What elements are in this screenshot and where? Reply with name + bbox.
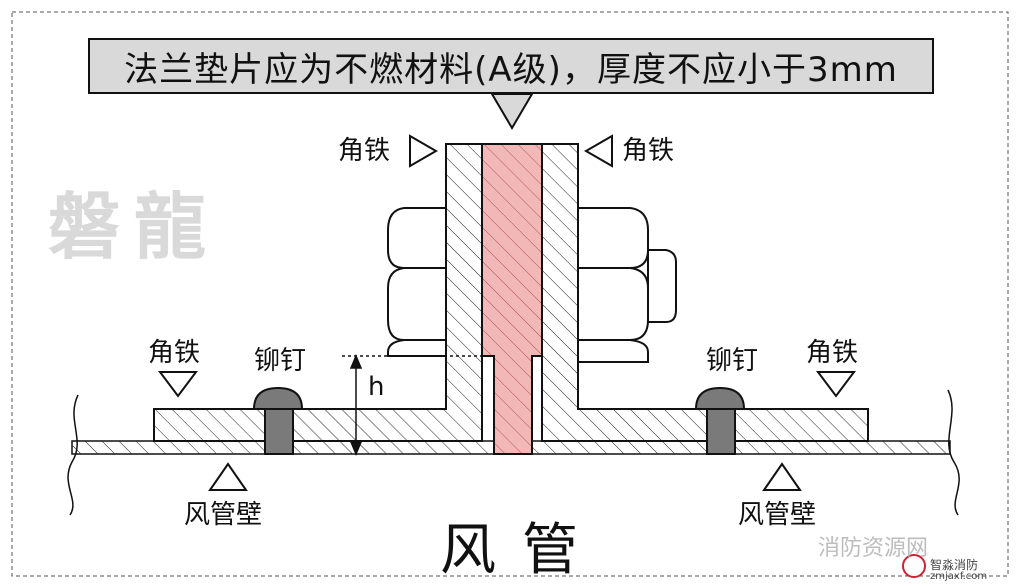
title-text: 法兰垫片应为不燃材料(A级)，厚度不应小于3mm: [124, 49, 898, 90]
label-angle-iron-right: 角铁: [806, 338, 859, 368]
break-line-left: [67, 394, 79, 516]
label-duct-wall-right: 风管壁: [738, 500, 817, 530]
wechat-watermark: 消防资源网: [818, 536, 929, 561]
pointer-duct-wall-right: [762, 462, 802, 491]
label-rivet-left: 铆钉: [254, 346, 307, 376]
pointer-angle-iron-left: [158, 371, 198, 398]
break-line-right: [947, 389, 960, 516]
nut-right: [577, 207, 677, 363]
site-badge-logo: [902, 554, 926, 578]
rivet-left: [252, 386, 304, 455]
label-duct-wall-left: 风管壁: [184, 500, 263, 530]
label-duct: 风管: [440, 518, 604, 583]
duct-wall-right-hatch: [530, 441, 950, 454]
label-rivet-right: 铆钉: [706, 346, 759, 376]
gasket: [481, 143, 543, 455]
label-height: h: [368, 372, 385, 402]
outer-frame: [11, 11, 1009, 577]
site-name: 智淼消防: [930, 558, 979, 572]
pointer-angle-iron-right: [816, 371, 856, 398]
nut-left: [387, 207, 447, 357]
watermark-logo: 磐龍: [48, 185, 221, 269]
site-url: zmjaxf.com: [930, 571, 988, 582]
angle-iron-right: [541, 143, 869, 442]
title-callout: 法兰垫片应为不燃材料(A级)，厚度不应小于3mm: [88, 38, 934, 94]
height-dimension: [342, 354, 482, 456]
rivet-right: [694, 386, 746, 455]
label-angle-iron-top-left: 角铁: [338, 136, 391, 166]
pointer-angle-iron-top-right: [583, 134, 613, 168]
label-angle-iron-left: 角铁: [148, 338, 201, 368]
pointer-angle-iron-top-left: [409, 134, 439, 168]
label-angle-iron-top-right: 角铁: [622, 136, 675, 166]
pointer-duct-wall-left: [208, 462, 248, 491]
title-pointer: [490, 93, 534, 130]
